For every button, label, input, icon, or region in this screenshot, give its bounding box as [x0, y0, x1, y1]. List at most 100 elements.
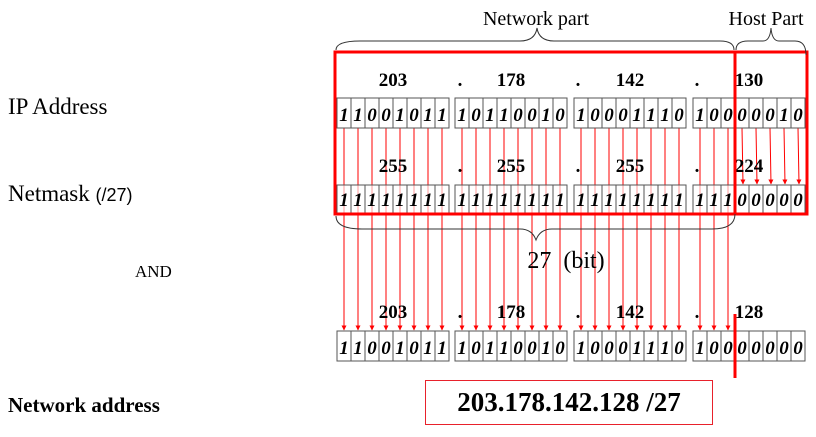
bit-value: 0 — [555, 105, 565, 126]
ip-address-label: IP Address — [8, 94, 108, 119]
bit-value: 0 — [737, 190, 747, 211]
bit-value: 0 — [723, 338, 733, 359]
bit-value: 0 — [765, 190, 775, 211]
bit-value: 1 — [576, 105, 586, 126]
bit-cell — [434, 330, 450, 362]
octet-separator: . — [576, 70, 581, 91]
bit-value: 0 — [555, 338, 565, 359]
bit-value: 1 — [423, 338, 433, 359]
bit-value: 1 — [457, 190, 467, 211]
octet-separator: . — [695, 302, 700, 323]
bit-value: 1 — [555, 190, 565, 211]
host-bit-arrow — [740, 127, 746, 185]
bit-value: 0 — [751, 338, 761, 359]
octet-separator: . — [576, 302, 581, 323]
bit-value: 0 — [765, 105, 775, 126]
network-octet-value: 142 — [616, 302, 645, 323]
bit-value: 0 — [779, 190, 789, 211]
bit-value: 1 — [695, 338, 705, 359]
bit-value: 0 — [590, 105, 600, 126]
bit-value: 0 — [604, 105, 614, 126]
netmask-label-text: Netmask — [8, 181, 96, 206]
bit-value: 1 — [660, 190, 670, 211]
and-label: AND — [135, 262, 172, 281]
octet-separator: . — [458, 302, 463, 323]
bit-value: 1 — [395, 105, 405, 126]
bit-value: 1 — [437, 338, 447, 359]
bit-value: 0 — [709, 338, 719, 359]
bit-value: 0 — [618, 105, 628, 126]
bit-value: 0 — [367, 105, 377, 126]
bit-value: 0 — [793, 338, 803, 359]
bit-value: 1 — [381, 190, 391, 211]
bit-value: 1 — [353, 105, 363, 126]
bit-value: 0 — [765, 338, 775, 359]
ip-octet-value: 142 — [616, 70, 645, 91]
bit-value: 1 — [527, 190, 537, 211]
host-bit-arrow — [796, 127, 802, 185]
bit-cell — [671, 330, 687, 362]
ip-octet-value: 178 — [497, 70, 526, 91]
bit-cell — [434, 97, 450, 129]
bit-value: 0 — [709, 105, 719, 126]
bit-value: 1 — [353, 338, 363, 359]
bit-cell — [790, 97, 806, 129]
octet-separator: . — [576, 156, 581, 177]
bit-value: 1 — [423, 190, 433, 211]
bit-value: 1 — [695, 105, 705, 126]
bit-value: 0 — [751, 190, 761, 211]
bit-value: 1 — [660, 338, 670, 359]
mask-octet-value: 255 — [379, 156, 408, 177]
bit-value: 1 — [457, 105, 467, 126]
bit-value: 1 — [339, 105, 349, 126]
bit-value: 1 — [618, 190, 628, 211]
bit-value: 0 — [471, 105, 481, 126]
bit-value: 1 — [723, 190, 733, 211]
mask-octet-value: 255 — [497, 156, 526, 177]
bit-value: 0 — [381, 338, 391, 359]
bit-value: 0 — [513, 105, 523, 126]
bit-value: 1 — [339, 190, 349, 211]
mask-octet-value: 255 — [616, 156, 645, 177]
bit-value: 1 — [471, 190, 481, 211]
network-octet-value: 128 — [735, 302, 764, 323]
bit-value: 1 — [709, 190, 719, 211]
bit-value: 1 — [353, 190, 363, 211]
bit-value: 1 — [395, 338, 405, 359]
bit-value: 1 — [541, 338, 551, 359]
bit-value: 0 — [618, 338, 628, 359]
host-bit-arrow — [768, 127, 774, 185]
mask-octet-value: 224 — [735, 156, 764, 177]
prefix-brace — [335, 213, 736, 242]
bit-value: 1 — [576, 190, 586, 211]
highlight-box — [333, 50, 809, 216]
network-part-brace — [335, 27, 735, 51]
bit-value: 1 — [437, 105, 447, 126]
bit-value: 0 — [527, 338, 537, 359]
bit-value: 1 — [485, 190, 495, 211]
bit-value: 0 — [590, 338, 600, 359]
bit-value: 1 — [485, 105, 495, 126]
bit-value: 1 — [499, 105, 509, 126]
bit-value: 0 — [604, 338, 614, 359]
octet-separator: . — [695, 70, 700, 91]
bit-value: 1 — [367, 190, 377, 211]
bit-value: 1 — [604, 190, 614, 211]
bit-cell — [790, 330, 806, 362]
bit-value: 0 — [527, 105, 537, 126]
bit-value: 0 — [779, 338, 789, 359]
network-address-result: 203.178.142.128 /27 — [425, 380, 713, 425]
bit-value: 1 — [409, 190, 419, 211]
network-octet-value: 178 — [497, 302, 526, 323]
bit-value: 1 — [437, 190, 447, 211]
octet-separator: . — [695, 156, 700, 177]
bit-value: 1 — [541, 105, 551, 126]
bit-value: 1 — [660, 105, 670, 126]
bit-value: 1 — [485, 338, 495, 359]
bit-value: 0 — [751, 105, 761, 126]
bit-value: 1 — [695, 190, 705, 211]
bit-value: 1 — [339, 338, 349, 359]
